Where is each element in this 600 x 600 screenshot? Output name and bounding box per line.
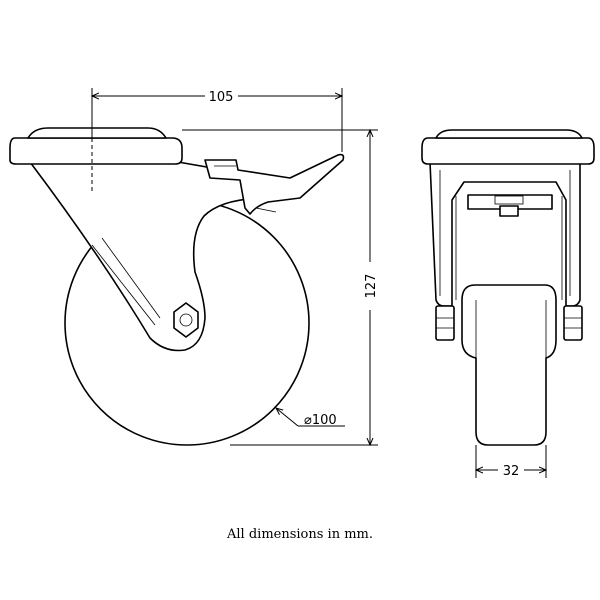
side-axle-nut	[173, 302, 199, 338]
front-fork	[429, 161, 581, 307]
side-top-raceway	[27, 127, 167, 139]
front-axle-nut-left	[435, 305, 455, 341]
side-brake-lever	[204, 153, 345, 215]
dimension-105: 105	[92, 88, 342, 152]
dimension-32-label: 32	[503, 464, 520, 479]
side-view	[9, 127, 345, 446]
dimension-diameter: ⌀100	[276, 408, 345, 428]
dimension-32: 32	[476, 445, 546, 479]
front-top-raceway	[435, 129, 583, 139]
units-note: All dimensions in mm.	[227, 527, 373, 542]
dimension-105-label: 105	[209, 90, 234, 105]
dimension-diameter-label: ⌀100	[304, 413, 337, 428]
front-top-plate	[421, 137, 595, 165]
side-top-plate	[9, 137, 183, 165]
front-view	[421, 129, 595, 446]
dimension-127-label: 127	[364, 274, 379, 299]
front-axle-nut-right	[563, 305, 583, 341]
dimension-127: 127	[182, 130, 379, 445]
